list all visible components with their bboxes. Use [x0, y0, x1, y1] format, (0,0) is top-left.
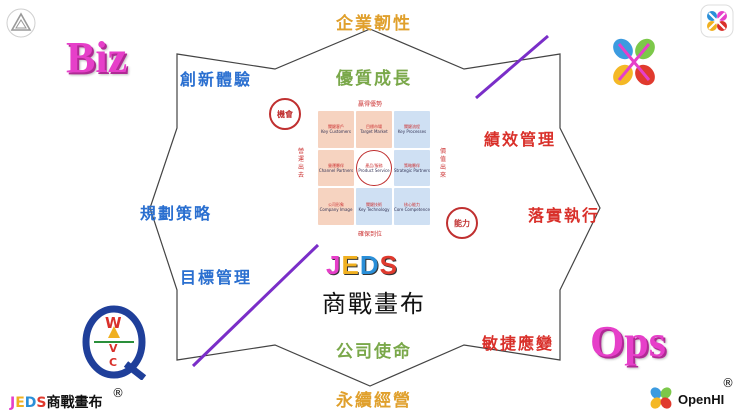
grid-bottom-caption: 確保到位 — [358, 231, 383, 238]
jeds-logo-letter-3: D — [359, 250, 380, 280]
left-bottom-label: 目標管理 — [180, 268, 253, 287]
openhi-logo-icon — [647, 384, 675, 412]
left-top-label: 創新體驗 — [180, 70, 253, 89]
top-label: 企業韌性 — [336, 14, 412, 34]
ability-circle: 能力 — [446, 207, 478, 239]
grid-cell-zh: 營運夥伴 — [328, 162, 344, 168]
jeds-logo-letter-1: J — [326, 250, 342, 280]
grid-cell-en: Core Competence — [394, 206, 430, 212]
wvcq-letter-w: W — [105, 314, 122, 332]
grid-cell-en: Channel Partners — [318, 167, 354, 173]
jeds-logo-letter-2: E — [341, 250, 360, 280]
grid-right-caption: 價值出來 — [440, 148, 447, 179]
grid-cell-zh: 關鍵流程 — [404, 124, 420, 130]
right-mid-label: 落實執行 — [528, 206, 601, 225]
grid-cell-zh: 關鍵客戶 — [328, 124, 344, 130]
wvcq-letter-v: V — [109, 342, 118, 355]
right-bottom-label: 敏捷應變 — [482, 334, 555, 353]
grid-cell-zh: 公司形象 — [328, 201, 344, 207]
grid-cell-zh: 策略夥伴 — [404, 162, 420, 168]
inner-bottom-label: 公司使命 — [336, 342, 412, 362]
grid-cell-zh: 目標市場 — [366, 124, 382, 130]
diagonal-lower-left — [191, 243, 320, 368]
grid-cell-en: Key Customers — [320, 129, 352, 135]
biz-label: Biz — [66, 33, 128, 82]
bottom-label: 永續經營 — [336, 391, 412, 411]
grid-cell-zh: 產品/服務 — [365, 162, 383, 168]
center-title: 商戰畫布 — [322, 290, 426, 318]
grid-cell-en: Target Market — [360, 129, 388, 135]
grid-cell-zh: 核心能力 — [404, 201, 420, 207]
inner-top-label: 優質成長 — [336, 69, 412, 89]
registered-mark-right: ® — [722, 376, 734, 390]
grid-cell-en: Product Service — [358, 167, 390, 173]
grid-left-caption: 營運出去 — [298, 148, 305, 179]
wvcq-letter-c: C — [109, 356, 118, 369]
triangle-badge-icon — [6, 8, 36, 38]
jeds-logo-letter-4: S — [379, 250, 398, 280]
ops-label: Ops — [590, 317, 666, 366]
color-badge-icon — [700, 4, 734, 38]
star-polygon — [149, 28, 601, 387]
grid-cell-en: Strategic Partners — [394, 167, 430, 173]
opportunity-circle: 機會 — [269, 98, 301, 130]
grid-cell-en: Key Processes — [397, 129, 427, 135]
grid-cell-en: Key Technology — [358, 206, 390, 212]
grid-top-caption: 贏得優勢 — [358, 101, 383, 108]
registered-mark-left: ® — [112, 386, 124, 400]
wvcq-emblem: W V C — [80, 304, 150, 381]
diagonal-upper-right — [475, 34, 549, 100]
bottom-left-brand: JEDS商戰畫布 — [10, 395, 103, 411]
jeds-logo: JEDS — [326, 250, 398, 281]
left-mid-label: 規劃策略 — [140, 204, 213, 223]
openhi-label: OpenHI — [678, 392, 725, 407]
grid-cell-zh: 關鍵技術 — [366, 201, 382, 207]
grid-cell-en: Company Image — [319, 206, 353, 212]
four-petal-logo-icon — [605, 32, 663, 92]
right-top-label: 績效管理 — [484, 130, 557, 149]
